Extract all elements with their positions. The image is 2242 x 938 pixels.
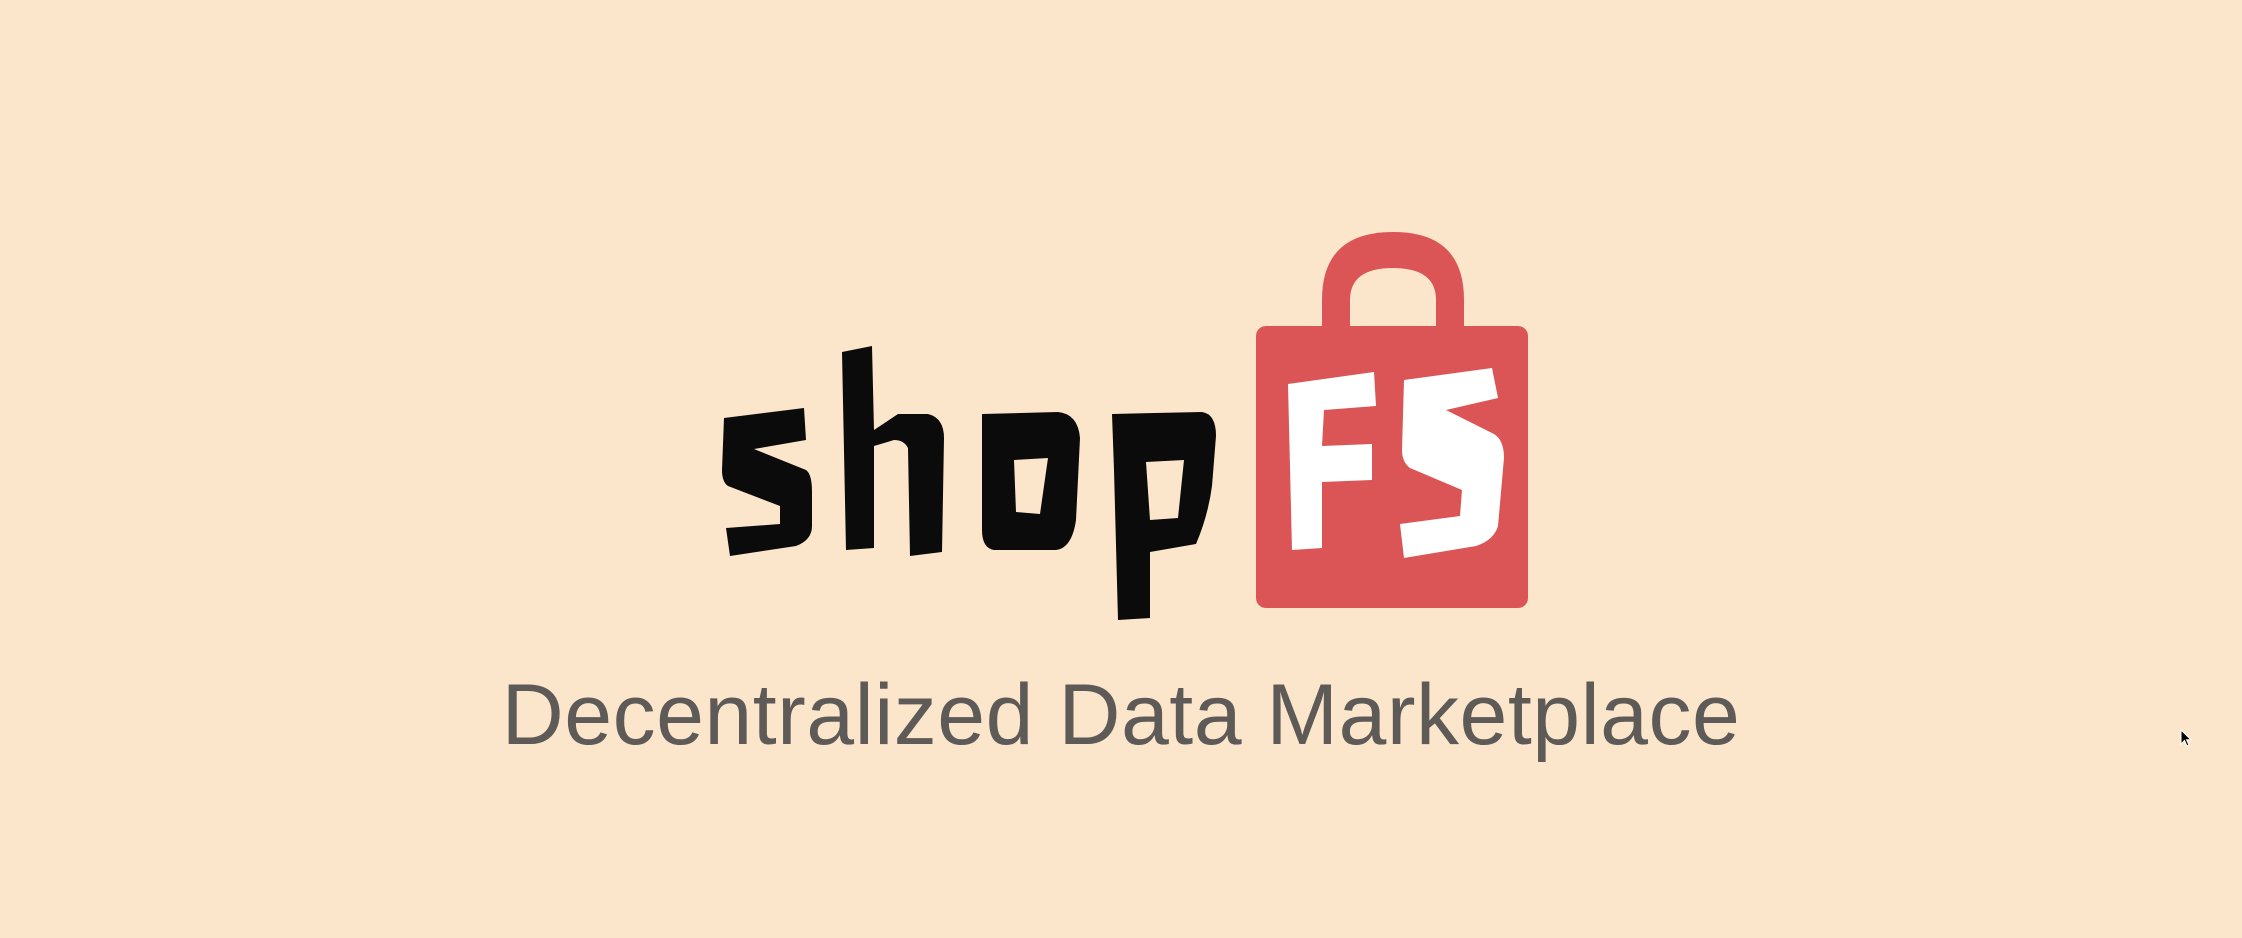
logo-letter-f bbox=[1288, 372, 1376, 550]
logo-letter-s-white bbox=[1400, 368, 1504, 558]
shopping-bag-icon bbox=[1256, 232, 1528, 608]
logo-letter-h bbox=[842, 346, 944, 556]
logo-letter-o bbox=[982, 412, 1080, 550]
tagline: Decentralized Data Marketplace bbox=[501, 667, 1741, 763]
bag-handle bbox=[1322, 232, 1464, 334]
mouse-pointer-icon bbox=[2180, 729, 2193, 747]
logo-letter-s bbox=[722, 408, 812, 556]
logo-letter-p bbox=[1112, 412, 1216, 620]
logo-word-shop bbox=[722, 346, 1216, 620]
